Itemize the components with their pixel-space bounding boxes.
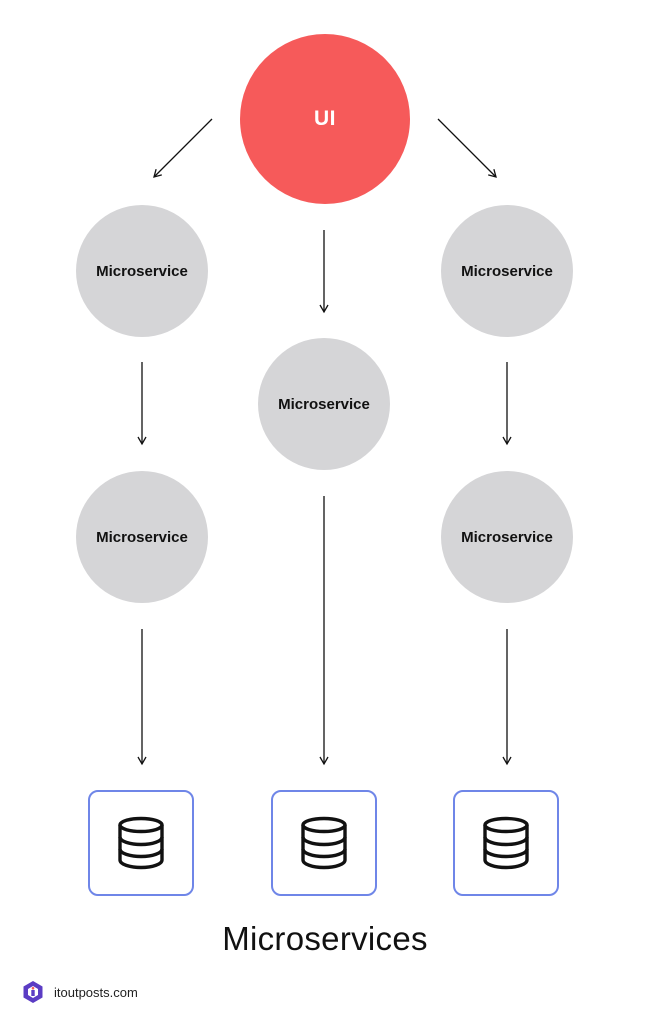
service-node-center: Microservice xyxy=(258,338,390,470)
footer-site-link[interactable]: itoutposts.com xyxy=(54,984,138,1000)
arrow-ui-to-left-service xyxy=(153,118,213,178)
database-icon xyxy=(301,816,347,870)
service-node-right-top: Microservice xyxy=(441,205,573,337)
ui-node: UI xyxy=(240,34,410,204)
service-node-label: Microservice xyxy=(461,528,553,546)
service-node-left-bottom: Microservice xyxy=(76,471,208,603)
diagram-caption: Microservices xyxy=(222,920,428,957)
itoutposts-logo-icon xyxy=(23,981,43,1003)
database-icon xyxy=(118,816,164,870)
service-node-label: Microservice xyxy=(96,528,188,546)
footer-branding: itoutposts.com xyxy=(22,980,138,1004)
ui-node-label: UI xyxy=(314,107,336,130)
service-node-label: Microservice xyxy=(96,262,188,280)
service-node-label: Microservice xyxy=(461,262,553,280)
service-node-right-bottom: Microservice xyxy=(441,471,573,603)
service-node-label: Microservice xyxy=(278,395,370,413)
service-node-left-top: Microservice xyxy=(76,205,208,337)
database-box-right xyxy=(453,790,559,896)
database-icon xyxy=(483,816,529,870)
database-box-left xyxy=(88,790,194,896)
arrow-ui-to-right-service xyxy=(437,118,497,178)
database-box-center xyxy=(271,790,377,896)
